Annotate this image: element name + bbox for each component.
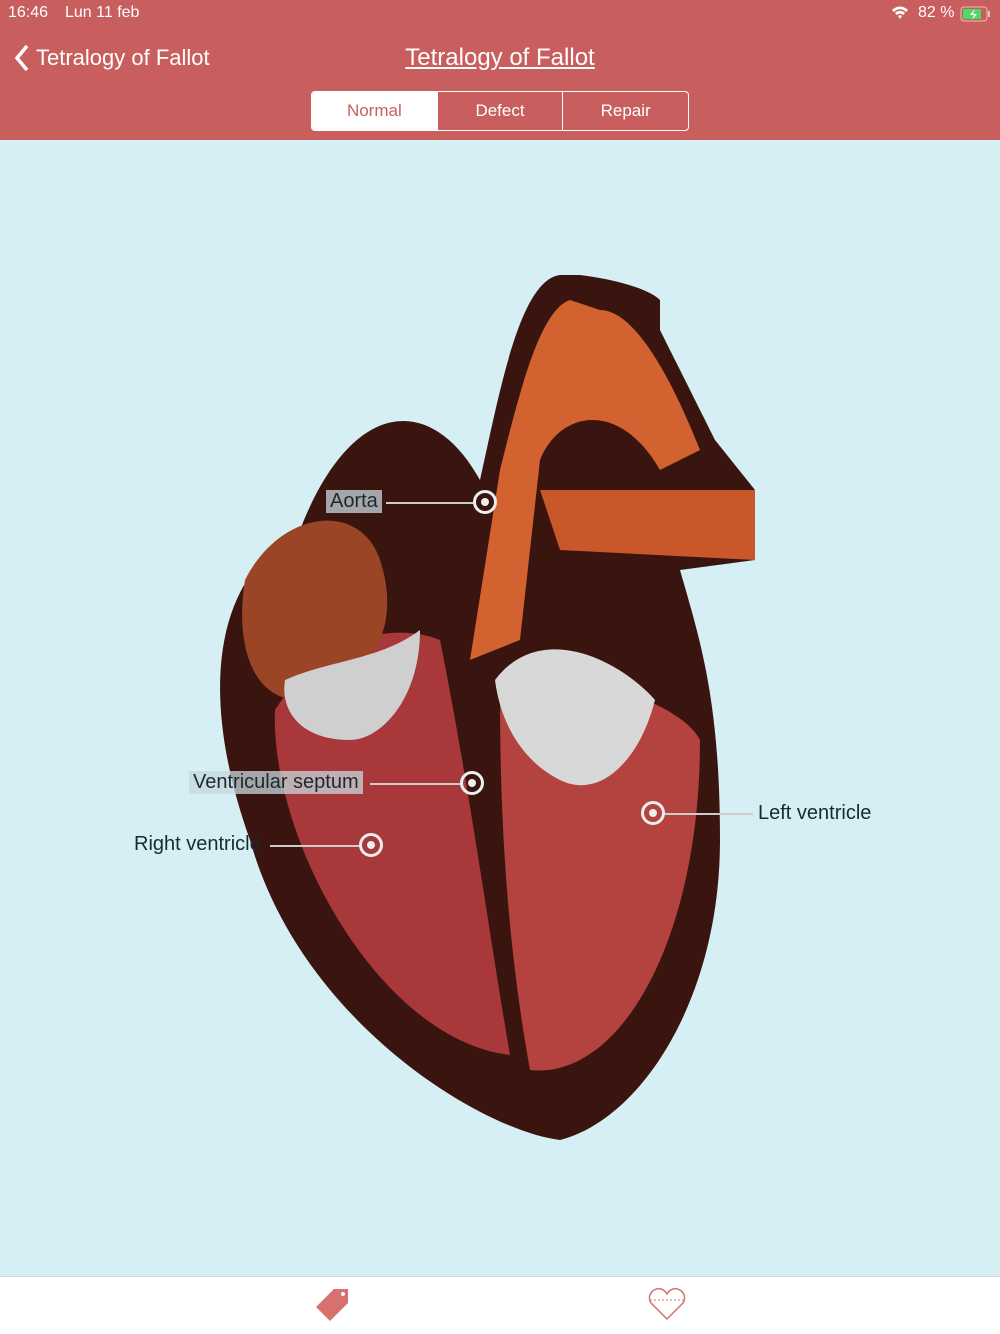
hotspot-aorta[interactable] xyxy=(473,490,497,514)
label-right-ventricle[interactable]: Right ventricle xyxy=(134,833,261,855)
hotspot-right-ventricle[interactable] xyxy=(359,833,383,857)
segment-normal[interactable]: Normal xyxy=(312,92,437,130)
back-button[interactable]: Tetralogy of Fallot xyxy=(14,44,210,72)
header: 16:46 Lun 11 feb 82 % Tetralogy of Fallo… xyxy=(0,0,1000,140)
tag-icon[interactable] xyxy=(314,1287,352,1323)
chevron-left-icon xyxy=(14,44,29,72)
heart-icon[interactable] xyxy=(648,1287,686,1321)
hotspot-ventricular-septum[interactable] xyxy=(460,771,484,795)
tab-bar xyxy=(0,1276,1000,1334)
segmented-control: Normal Defect Repair xyxy=(311,91,689,131)
heart-model[interactable] xyxy=(0,140,1000,1276)
segment-defect[interactable]: Defect xyxy=(436,92,563,130)
label-left-ventricle[interactable]: Left ventricle xyxy=(758,802,872,824)
heart-3d-view[interactable]: Aorta Ventricular septum Right ventricle… xyxy=(0,140,1000,1276)
label-aorta[interactable]: Aorta xyxy=(326,490,382,513)
segment-repair[interactable]: Repair xyxy=(562,92,688,130)
status-time: 16:46 xyxy=(8,4,49,21)
label-ventricular-septum[interactable]: Ventricular septum xyxy=(189,771,363,794)
page-title[interactable]: Tetralogy of Fallot xyxy=(405,44,595,71)
hotspot-left-ventricle[interactable] xyxy=(641,801,665,825)
battery-icon xyxy=(960,6,992,27)
battery-percent: 82 % xyxy=(918,4,955,21)
status-date: Lun 11 feb xyxy=(65,4,140,21)
back-label: Tetralogy of Fallot xyxy=(36,45,210,70)
wifi-icon xyxy=(890,4,910,25)
